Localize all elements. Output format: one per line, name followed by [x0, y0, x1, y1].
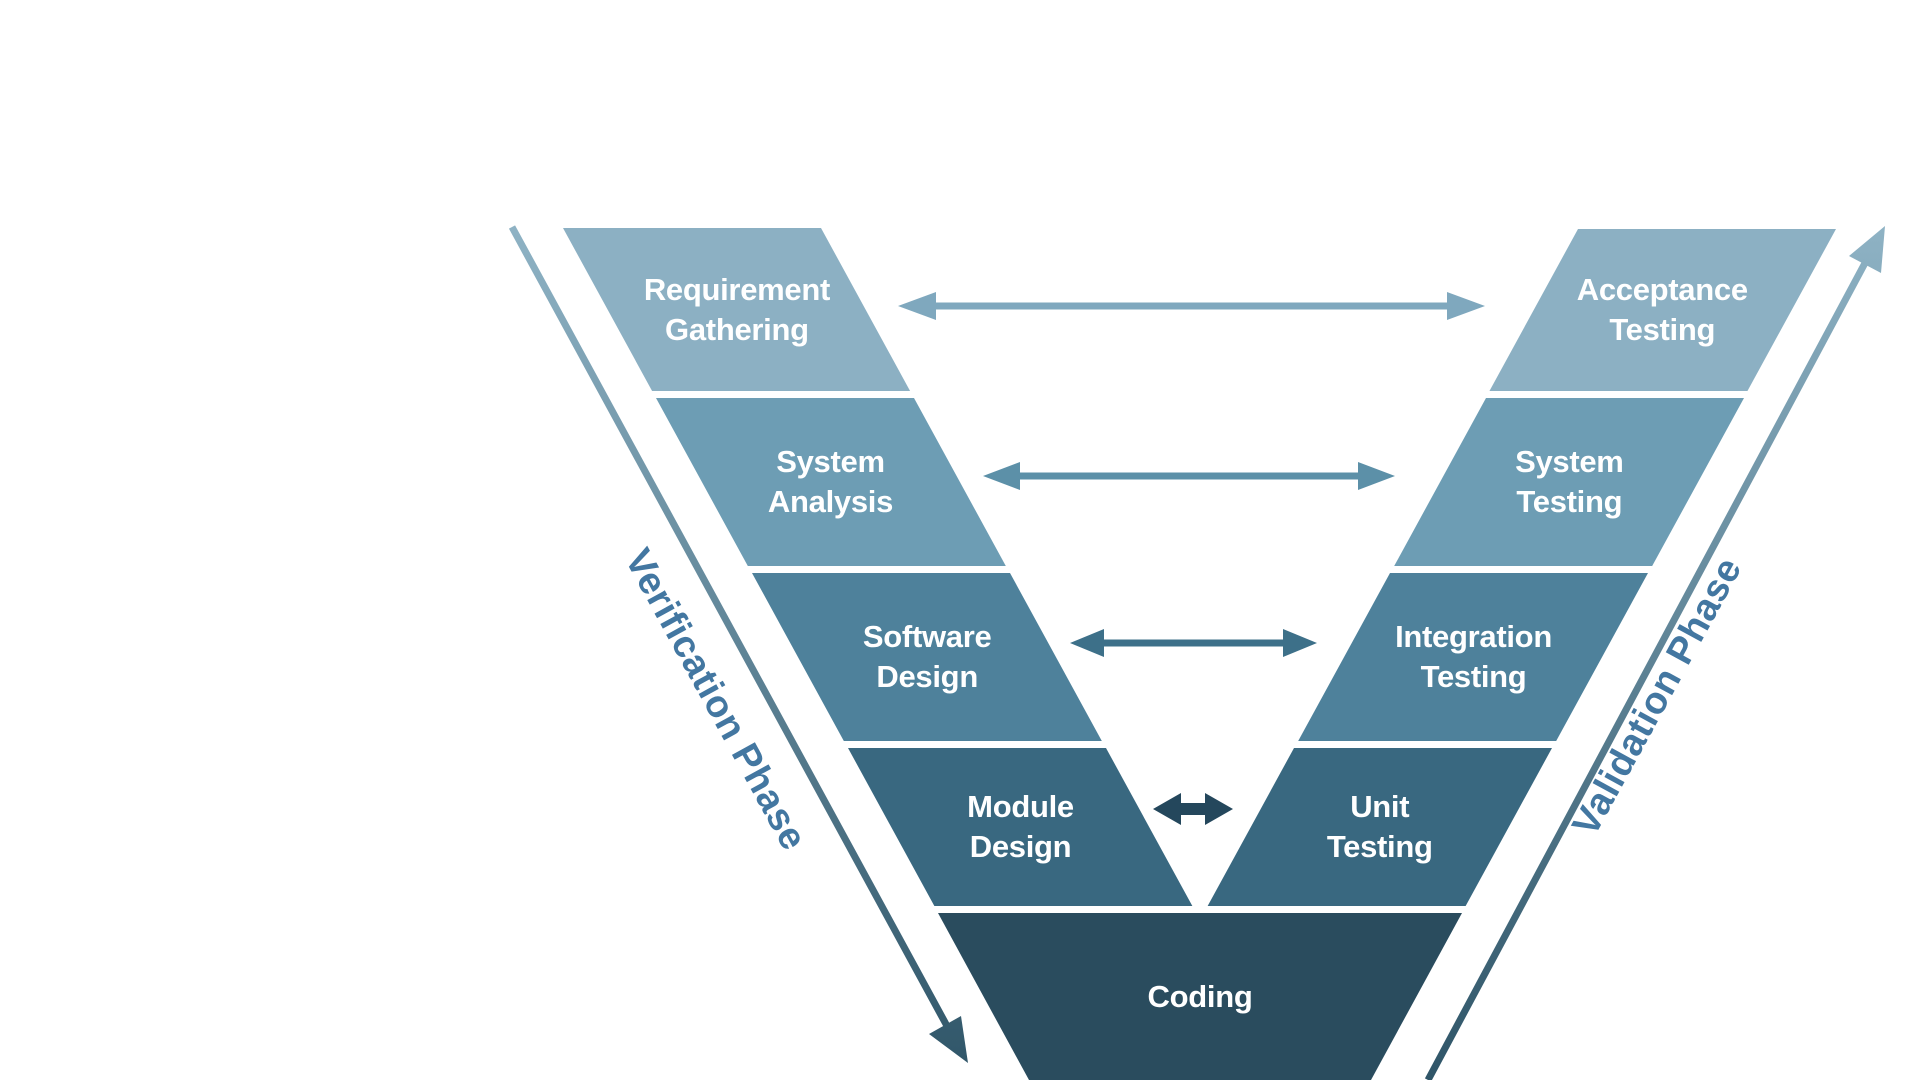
block-label: Coding	[1147, 978, 1253, 1014]
block-coding: Coding	[938, 913, 1462, 1080]
connection-arrow-requirement-acceptance	[898, 292, 1485, 320]
arrowhead-left-icon	[898, 292, 936, 320]
arrowhead-left-icon	[1070, 629, 1104, 657]
block-label: Module Design	[966, 789, 1074, 864]
block-module-design: Module Design	[848, 748, 1193, 906]
block-label: Requirement Gathering	[643, 271, 830, 347]
arrowhead-right-icon	[1447, 292, 1485, 320]
verification-arrowhead-icon	[929, 1016, 968, 1063]
block-label: System Analysis	[768, 444, 894, 519]
validation-arrowhead-icon	[1849, 226, 1885, 273]
block-label: Software Design	[862, 619, 992, 694]
block-system-testing: System Testing	[1394, 398, 1744, 566]
block-system-analysis: System Analysis	[656, 398, 1006, 566]
block-label: Unit Testing	[1326, 789, 1433, 864]
arrowhead-right-icon	[1205, 793, 1233, 825]
block-requirement-gathering: Requirement Gathering	[563, 228, 911, 391]
arrowhead-left-icon	[983, 462, 1020, 490]
arrowhead-right-icon	[1358, 462, 1395, 490]
connection-arrow-software-integration	[1070, 629, 1317, 657]
block-label: Integration Testing	[1394, 619, 1552, 694]
block-label: Acceptance Testing	[1577, 272, 1749, 347]
connection-arrow-module-unit	[1153, 793, 1233, 825]
connection-arrow-system-system	[983, 462, 1395, 490]
arrowhead-right-icon	[1283, 629, 1317, 657]
arrowhead-left-icon	[1153, 793, 1181, 825]
block-integration-testing: Integration Testing	[1298, 573, 1648, 741]
block-label: System Testing	[1514, 444, 1624, 519]
block-software-design: Software Design	[752, 573, 1102, 741]
block-acceptance-testing: Acceptance Testing	[1489, 229, 1836, 391]
block-unit-testing: Unit Testing	[1207, 748, 1552, 906]
